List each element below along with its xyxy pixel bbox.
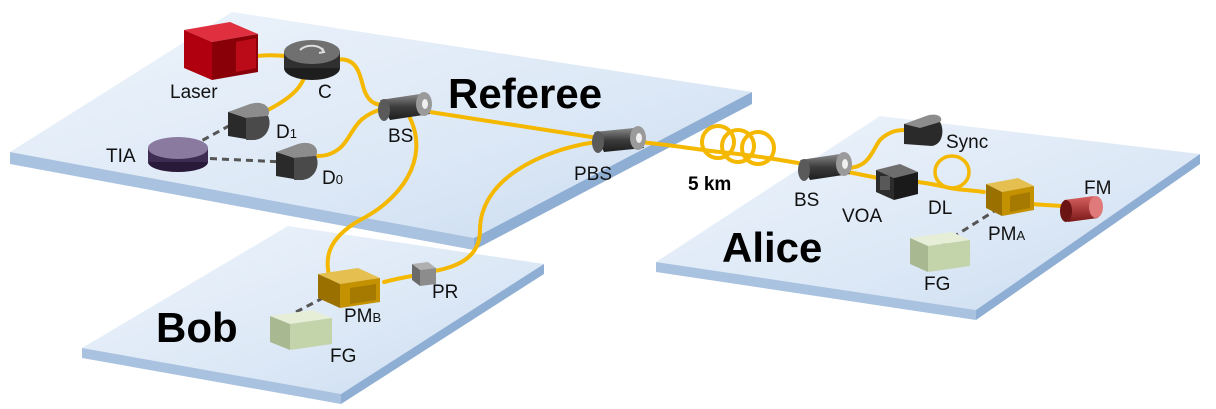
alice-table — [656, 116, 1200, 320]
voa-icon — [876, 164, 918, 200]
label-fg-alice: FG — [924, 274, 950, 295]
label-bs-referee: BS — [388, 126, 413, 147]
detector-d0-icon — [276, 142, 318, 180]
delay-line-loop-icon — [933, 154, 971, 190]
label-fg-bob: FG — [330, 346, 356, 367]
label-d0: D0 — [322, 168, 343, 189]
function-generator-bob-icon — [270, 310, 332, 350]
polarization-rotator-icon — [412, 262, 436, 286]
label-pbs: PBS — [574, 164, 612, 185]
beam-splitter-referee-icon — [378, 92, 432, 121]
label-pr: PR — [432, 282, 458, 303]
label-tia: TIA — [106, 146, 136, 167]
detector-d1-icon — [228, 102, 270, 140]
pbs-icon — [592, 126, 646, 153]
label-laser: Laser — [170, 82, 218, 103]
function-generator-alice-icon — [910, 232, 970, 272]
label-bs-alice: BS — [794, 190, 819, 211]
label-pma: PMA — [988, 224, 1026, 245]
platform-label-bob: Bob — [156, 304, 238, 351]
platform-label-alice: Alice — [722, 224, 822, 271]
fiber-spool-icon — [700, 124, 776, 166]
label-voa: VOA — [842, 206, 882, 227]
circulator-icon — [284, 40, 340, 80]
phase-modulator-b-icon — [318, 268, 380, 308]
sync-detector-icon — [904, 114, 943, 146]
label-circulator: C — [318, 82, 332, 103]
laser-icon — [184, 22, 258, 80]
label-pmb: PMB — [344, 306, 381, 327]
label-distance: 5 km — [688, 174, 731, 195]
label-dl: DL — [928, 198, 952, 219]
label-d1: D1 — [276, 122, 297, 143]
platform-label-referee: Referee — [448, 70, 602, 117]
beam-splitter-alice-icon — [798, 152, 852, 181]
label-fm: FM — [1084, 178, 1111, 199]
tia-icon — [148, 137, 208, 172]
phase-modulator-a-icon — [986, 178, 1034, 216]
faraday-mirror-icon — [1060, 196, 1103, 222]
label-sync: Sync — [946, 132, 988, 153]
